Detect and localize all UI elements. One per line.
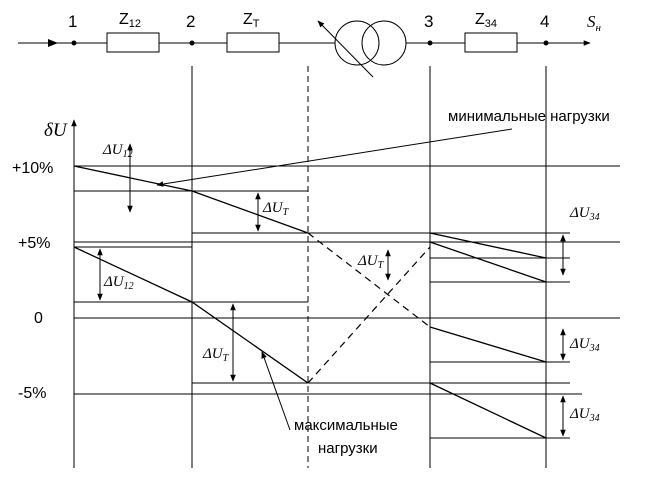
- max-load-annotation-line1: максимальные: [294, 417, 398, 434]
- node-1-dot: [71, 40, 77, 46]
- delta-u34-low-label: ΔU34: [569, 406, 600, 424]
- zt-label: ZT: [243, 11, 260, 30]
- reference-lines: [74, 165, 620, 439]
- transformer-winding-1: [334, 20, 380, 66]
- transformer-winding-2: [361, 20, 407, 66]
- delta-u12-min-label: ΔU12: [102, 142, 133, 160]
- z34-label: Z34: [475, 11, 497, 30]
- axis-label: δU: [44, 120, 68, 141]
- max-load-profile: [73, 241, 547, 439]
- network-line: [18, 20, 591, 78]
- delta-u34-min-label: ΔU34: [569, 205, 600, 223]
- node-3-label: 3: [424, 12, 433, 31]
- flow-arrow-icon: [48, 39, 58, 47]
- tick-zero: 0: [34, 310, 43, 327]
- delta-u34-max-label: ΔU34: [569, 336, 600, 354]
- tick-plus10: +10%: [12, 160, 53, 177]
- node-3-dot: [427, 40, 433, 46]
- max-load-pointer-icon: [261, 351, 291, 431]
- impedance-z12-box: [106, 32, 160, 53]
- z12-label: Z12: [119, 11, 141, 30]
- delta-arrows: [97, 143, 566, 437]
- node-2-label: 2: [186, 12, 195, 31]
- min-load-pointer-icon: [156, 128, 513, 187]
- min-load-annotation: минимальные нагрузки: [448, 108, 610, 125]
- node-1-label: 1: [68, 12, 77, 31]
- node-4-dot: [543, 40, 549, 46]
- tick-plus5: +5%: [18, 235, 50, 252]
- impedance-zt-box: [226, 32, 280, 53]
- min-load-profile: [73, 165, 547, 363]
- load-power-label: Sн: [587, 12, 602, 34]
- delta-ut-min-label: ΔUT: [262, 200, 290, 218]
- delta-ut-mid-label: ΔUT: [357, 253, 385, 271]
- delta-u12-max-label: ΔU12: [103, 274, 134, 292]
- max-load-annotation-line2: нагрузки: [318, 440, 378, 457]
- tap-changer-arrow-icon: [317, 20, 374, 78]
- node-4-label: 4: [540, 12, 549, 31]
- delta-ut-max-label: ΔUT: [202, 346, 230, 364]
- node-2-dot: [189, 40, 195, 46]
- tick-minus5: -5%: [18, 385, 46, 402]
- impedance-z34-box: [464, 32, 518, 53]
